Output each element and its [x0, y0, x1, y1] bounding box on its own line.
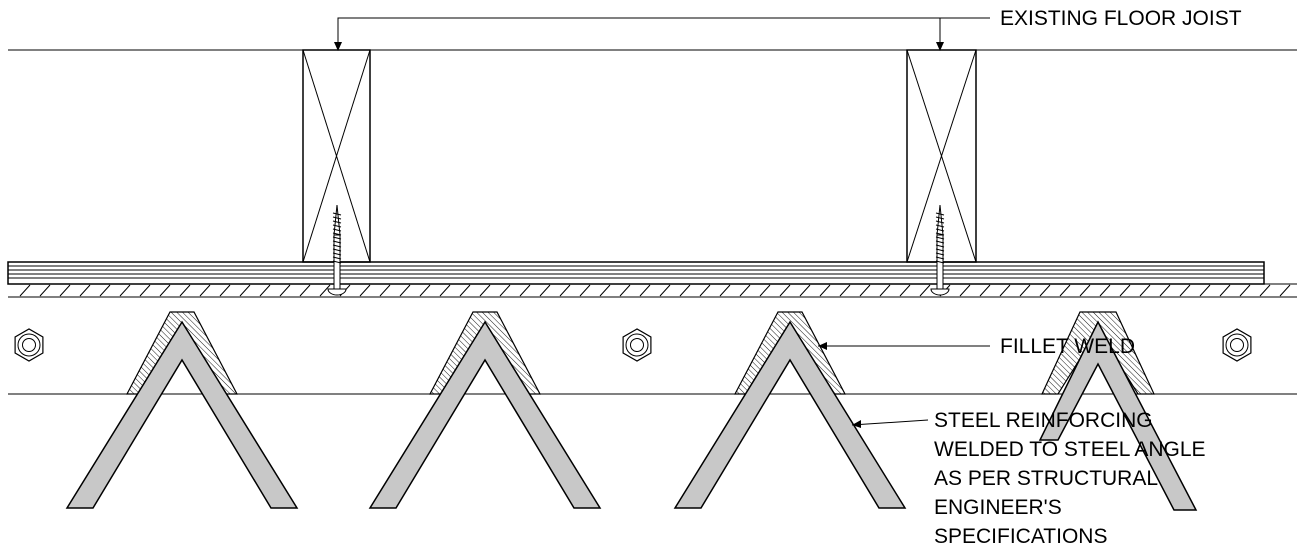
rebar-1 — [65, 311, 299, 509]
rebar-2 — [368, 311, 602, 509]
leader-joist — [334, 17, 990, 51]
rebar-3 — [673, 311, 907, 509]
rebar-4 — [1038, 311, 1198, 511]
label-steel-reinforcing-line-2: WELDED TO STEEL ANGLE — [934, 438, 1206, 461]
label-existing-floor-joist: EXISTING FLOOR JOIST — [1000, 7, 1242, 30]
bolt-1 — [14, 328, 44, 362]
leader-weld — [818, 342, 990, 350]
label-steel-reinforcing-line-1: STEEL REINFORCING — [934, 409, 1153, 432]
label-steel-reinforcing-line-4: ENGINEER'S — [934, 496, 1062, 519]
leader-reinforcing — [851, 419, 929, 428]
screw-right — [930, 204, 950, 296]
bolt-2 — [622, 328, 652, 362]
label-fillet-weld: FILLET WELD — [1000, 335, 1135, 358]
underlay-hatched — [8, 283, 1297, 298]
bolt-3 — [1222, 328, 1252, 362]
subfloor-board — [7, 261, 1265, 285]
screw-left — [327, 204, 347, 296]
label-steel-reinforcing-line-3: AS PER STRUCTURAL — [934, 467, 1158, 490]
label-steel-reinforcing-line-5: SPECIFICATIONS — [934, 525, 1107, 548]
